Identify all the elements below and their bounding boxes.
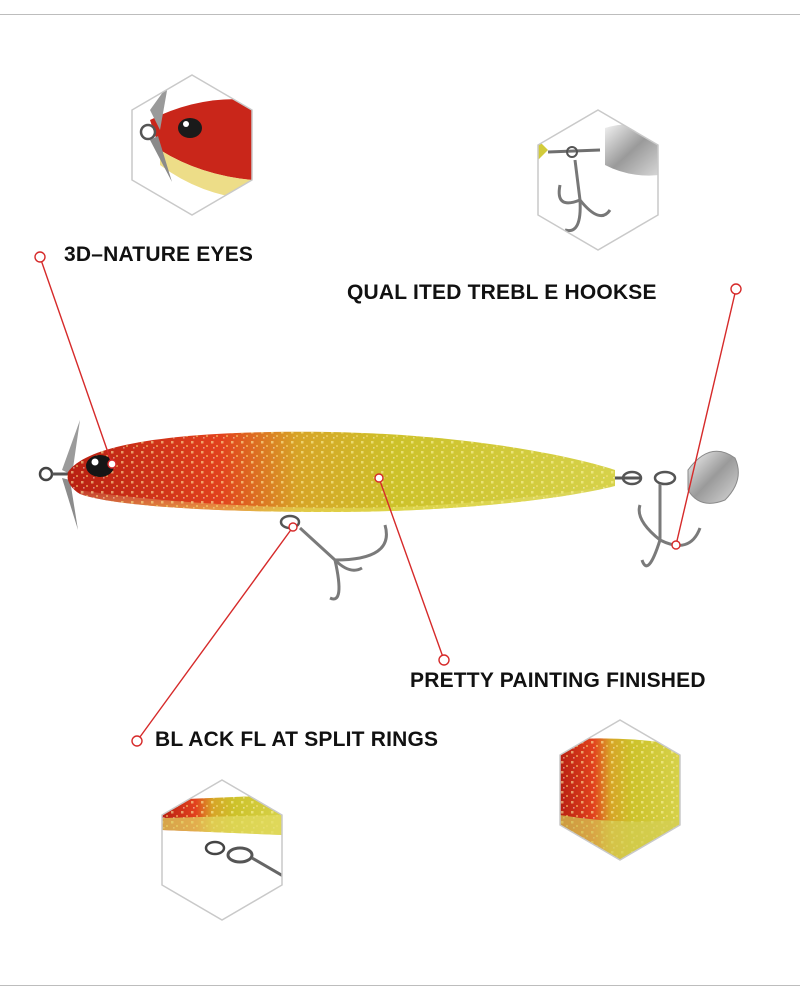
propeller-icon — [150, 85, 168, 130]
spinner-blade-icon — [605, 124, 658, 176]
callout-eyes: 3D–NATURE EYES — [64, 243, 254, 266]
detail-hex-hooks — [537, 109, 659, 251]
propeller-icon — [62, 420, 80, 475]
eye-icon — [178, 118, 202, 138]
detail-hex-eyes — [131, 74, 253, 216]
spinner-blade-icon — [687, 450, 739, 504]
treble-hook-icon — [637, 484, 702, 568]
treble-hook-icon — [279, 514, 388, 601]
callout-hooks: QUAL ITED TREBL E HOOKSE — [347, 281, 657, 304]
callout-painting: PRETTY PAINTING FINISHED — [410, 669, 706, 692]
callout-rings: BL ACK FL AT SPLIT RINGS — [155, 728, 439, 751]
fishing-lure — [38, 420, 739, 601]
detail-hex-rings — [161, 779, 283, 921]
top-divider — [0, 14, 800, 15]
detail-hex-painting — [559, 719, 681, 861]
bottom-divider — [0, 985, 800, 986]
callout-leaders — [34, 251, 742, 747]
